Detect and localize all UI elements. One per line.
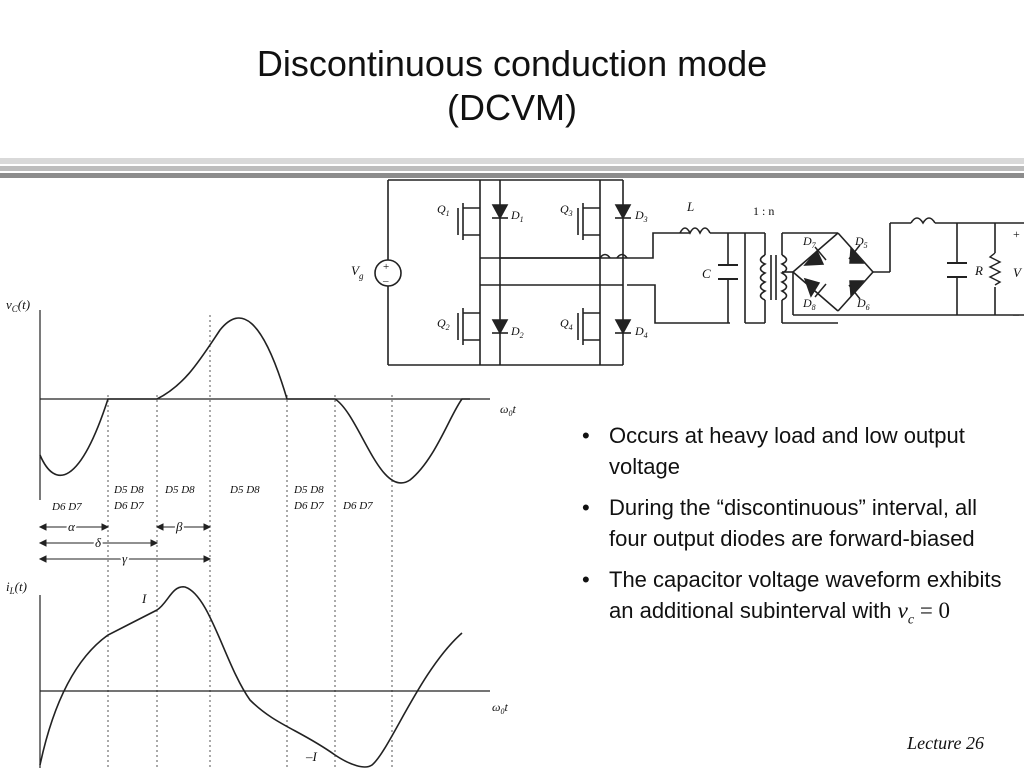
output-inductor-icon [910,217,936,225]
bullet-dot-icon: • [582,567,590,592]
interval-2-bottom: D6 D7 [113,500,144,512]
il-time-axis-label: ω0t [492,700,508,716]
interval-dimension-arrows [38,523,212,563]
il-axes [39,595,490,768]
title-line-2: (DCVM) [447,87,577,128]
transformer-icon [759,254,788,301]
output-capacitor-icon [947,262,967,278]
d4-diode-icon [614,319,632,335]
label-turns-ratio: 1 : n [753,204,774,218]
il-axis-label: iL(t) [6,579,27,596]
inductor-l-icon [679,227,711,235]
bullet-text-3: The capacitor voltage waveform exhibits … [609,567,1002,623]
label-gamma: γ [122,551,128,566]
interval-markers [107,315,393,768]
source-plus: + [383,261,389,273]
d1-diode-icon [491,204,509,220]
il-waveform [39,586,463,768]
label-output-plus: + [1013,227,1020,241]
label-c: C [702,266,711,281]
capacitor-c-icon [718,264,738,280]
label-beta: β [175,519,183,534]
interval-4-top: D5 D8 [229,484,260,496]
switch-icons [457,203,600,345]
label-peak-current: I [141,591,147,606]
label-d3: D3 [634,208,648,224]
label-d8: D8 [802,296,816,312]
label-delta: δ [95,535,102,550]
label-q2: Q2 [437,316,450,332]
interval-labels: D6 D7 D5 D8 D6 D7 D5 D8 D5 D8 D5 D8 D6 D… [51,484,373,513]
q1-switch-icon [457,203,480,240]
q2-switch-icon [457,308,480,345]
divider-rule-mid [0,166,1024,171]
label-d4: D4 [634,324,648,340]
d6-diode-icon [848,280,865,300]
vc-equals-zero-formula: vc = 0 [897,598,951,628]
slide-title: Discontinuous conduction mode (DCVM) [0,42,1024,130]
d8-diode-icon [803,277,827,298]
load-resistor-icon [988,252,1002,286]
divider-rule-light [0,158,1024,164]
waveform-diagram: vC(t) ω0t D6 D7 D5 D8 D6 D7 D5 D8 D5 D8 … [6,297,516,768]
bullet-dot-icon: • [582,423,590,448]
label-r: R [974,263,983,278]
label-q1: Q1 [437,202,450,218]
title-line-1: Discontinuous conduction mode [256,43,768,84]
d3-diode-icon [614,204,632,220]
interval-6-top: D6 D7 [342,500,373,512]
bullet-dot-icon: • [582,495,590,520]
voltage-source-icon: + – [374,259,402,287]
label-d7: D7 [802,234,817,250]
source-minus: – [382,275,389,287]
interval-3-top: D5 D8 [164,484,195,496]
label-d1: D1 [510,208,524,224]
label-negative-peak-current: –I [305,749,318,764]
interval-5-top: D5 D8 [293,484,324,496]
label-alpha: α [68,519,76,534]
full-bridge-circuit-diagram: + – Vg Q1 D1 Q2 D2 Q3 D3 Q4 D4 L C 1 : n [351,179,1024,366]
label-q3: Q3 [560,202,573,218]
d2-diode-icon [491,319,509,335]
divider-rule-dark [0,173,1024,178]
bullet-item-1: • Occurs at heavy load and low output vo… [582,420,1002,482]
interval-1-top: D6 D7 [51,501,82,513]
label-l: L [686,199,694,214]
bullet-item-2: • During the “discontinuous” interval, a… [582,492,1002,554]
label-output-v: V [1013,265,1023,280]
vc-waveform [39,317,470,484]
footer-lecture-label: Lecture 26 [907,733,984,753]
vc-time-axis-label: ω0t [500,402,516,418]
bullet-item-3: • The capacitor voltage waveform exhibit… [582,564,1002,636]
d7-diode-icon [803,246,827,266]
label-d2: D2 [510,324,524,340]
bullet-text-2: During the “discontinuous” interval, all… [609,495,978,551]
d5-diode-icon [848,244,865,264]
label-d6: D6 [856,296,870,312]
label-q4: Q4 [560,316,573,332]
label-vg: Vg [351,263,364,281]
q4-switch-icon [577,308,600,345]
label-d5: D5 [854,234,868,250]
bullet-text-1: Occurs at heavy load and low output volt… [609,423,965,479]
vc-axis-label: vC(t) [6,297,30,314]
label-output-minus: – [1012,307,1020,321]
bullet-list: • Occurs at heavy load and low output vo… [582,420,1002,646]
interval-2-top: D5 D8 [113,484,144,496]
interval-5-bottom: D6 D7 [293,500,324,512]
q3-switch-icon [577,203,600,240]
